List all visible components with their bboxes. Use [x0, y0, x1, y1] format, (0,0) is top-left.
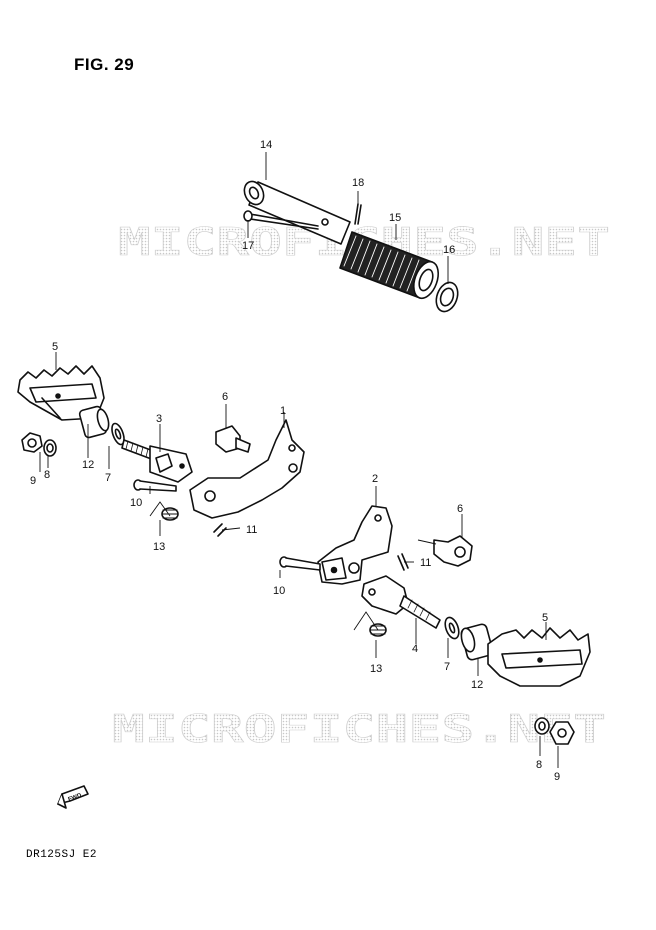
bracket-2 — [317, 505, 393, 585]
footrest-rubber — [339, 231, 440, 300]
callout-14: 14 — [260, 139, 272, 151]
callout-18: 18 — [352, 177, 364, 189]
bracket-1 — [189, 419, 305, 519]
callout-2: 2 — [372, 473, 378, 485]
callout-13-left: 13 — [153, 541, 165, 553]
watermark-bottom: MICROFICHES.NET — [112, 707, 606, 751]
callout-12-left: 12 — [82, 459, 94, 471]
callout-7-left: 7 — [105, 472, 111, 484]
cotter-pin — [354, 203, 362, 225]
cotter-pin-right — [397, 553, 409, 571]
nut-9-right — [549, 721, 575, 745]
callout-7-right: 7 — [444, 661, 450, 673]
damper-12-right — [460, 623, 494, 661]
callout-8-right: 8 — [536, 759, 542, 771]
callout-10-left: 10 — [130, 497, 142, 509]
fwd-arrow-icon — [57, 785, 89, 809]
footrest-right — [487, 627, 591, 687]
callout-16: 16 — [443, 244, 455, 256]
model-code: DR125SJ E2 — [26, 849, 98, 861]
callout-5-right: 5 — [542, 612, 548, 624]
callout-8-left: 8 — [44, 469, 50, 481]
bolt-3-left — [121, 439, 193, 483]
callout-6-right: 6 — [457, 503, 463, 515]
fwd-label: FWD — [68, 793, 84, 804]
callout-3: 3 — [156, 413, 162, 425]
callout-15: 15 — [389, 212, 401, 224]
bolt-6-right — [433, 535, 473, 567]
damper-12-left — [78, 405, 110, 439]
washer-8-left — [43, 439, 57, 457]
callout-13-right: 13 — [370, 663, 382, 675]
figure-title: FIG. 29 — [74, 55, 135, 74]
footrest-shaft — [243, 180, 351, 245]
callout-1: 1 — [280, 405, 286, 417]
callout-11-left: 11 — [246, 524, 257, 536]
callout-5-left: 5 — [52, 341, 58, 353]
washer-8-right — [534, 717, 550, 735]
callout-6-left: 6 — [222, 391, 228, 403]
callout-11-right: 11 — [420, 557, 431, 569]
leader-lines — [39, 152, 559, 768]
washer-16 — [435, 281, 459, 313]
footrest-left — [17, 365, 105, 421]
washer-7-left — [111, 422, 125, 446]
bolt-6-left — [215, 425, 251, 453]
callout-12-right: 12 — [471, 679, 483, 691]
callout-17: 17 — [242, 240, 254, 252]
callout-9-left: 9 — [30, 475, 36, 487]
nut-9-left — [21, 432, 43, 453]
callout-10-right: 10 — [273, 585, 285, 597]
pin-10-right — [279, 556, 321, 571]
bolt-4-right — [361, 575, 441, 629]
callout-4: 4 — [412, 643, 418, 655]
spring-13-left — [161, 507, 179, 521]
washer-7-right — [444, 616, 460, 640]
callouts: 14 18 15 17 16 5 6 1 3 12 7 9 8 10 11 13… — [30, 139, 560, 783]
callout-9-right: 9 — [554, 771, 560, 783]
pin-10-left — [133, 479, 177, 492]
